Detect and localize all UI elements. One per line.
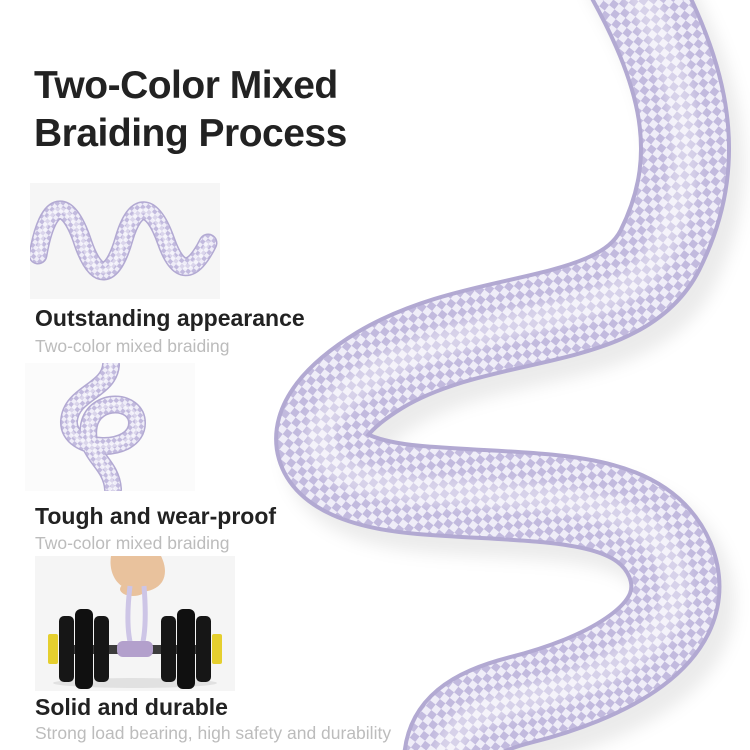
left-collar — [48, 634, 58, 664]
feature-heading-toughness: Tough and wear-proof — [35, 503, 277, 529]
feature-sub-appearance: Two-color mixed braiding — [35, 336, 230, 356]
dumbbell-grip — [117, 641, 153, 657]
right-collar — [212, 634, 222, 664]
feature-heading-appearance: Outstanding appearance — [35, 305, 305, 331]
feature-sub-toughness: Two-color mixed braiding — [35, 533, 230, 553]
knotted-cable-icon — [25, 363, 195, 491]
page-title: Two-Color Mixed Braiding Process — [34, 64, 347, 155]
dumbbell-lift-icon — [35, 556, 235, 691]
left-plates — [48, 609, 109, 689]
feature-sub-durability: Strong load bearing, high safety and dur… — [35, 723, 392, 743]
floor-shadow — [53, 678, 217, 688]
cable-body — [274, 0, 731, 750]
wavy-cable-icon — [30, 183, 220, 299]
right-plates — [161, 609, 222, 689]
feature-heading-durability: Solid and durable — [35, 694, 228, 720]
hand — [110, 556, 165, 596]
